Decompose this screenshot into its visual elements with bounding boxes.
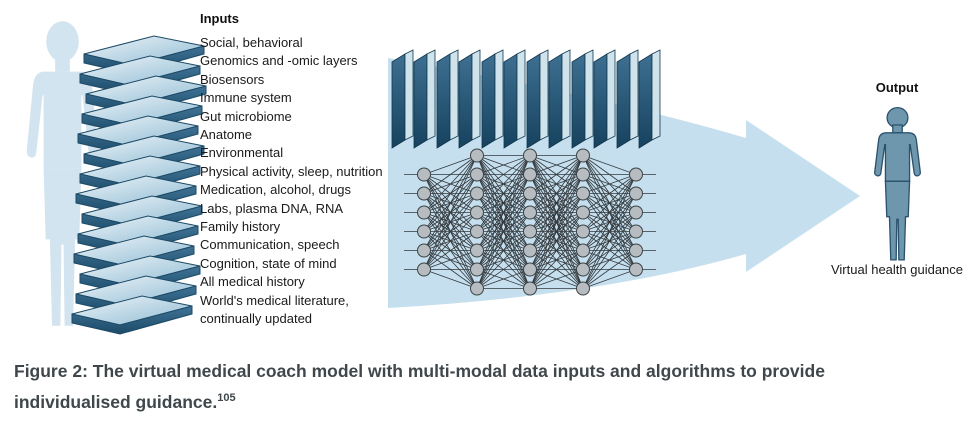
output-silhouette (873, 106, 922, 261)
input-item: Communication, speech (200, 237, 340, 253)
layer-slab (481, 49, 504, 149)
layer-slab (616, 49, 639, 149)
input-item: Biosensors (200, 71, 265, 87)
input-item: World's medical literature, continually … (200, 292, 349, 327)
layer-slab (526, 49, 549, 149)
inputs-list: Social, behavioral Genomics and -omic la… (200, 34, 396, 329)
output-title: Output (875, 80, 919, 95)
input-item: Social, behavioral (200, 35, 303, 50)
inputs-title: Inputs (200, 11, 239, 26)
figure-caption-text: Figure 2: The virtual medical coach mode… (14, 361, 825, 412)
data-stack (71, 35, 207, 335)
input-item: Cognition, state of mind (200, 255, 337, 271)
output-caption: Virtual health guidance (830, 262, 964, 277)
layer-slab (413, 49, 436, 149)
neural-network (404, 148, 656, 296)
layer-slab (548, 49, 571, 149)
input-item: Environmental (200, 145, 284, 161)
layer-slab (458, 49, 481, 149)
layer-slab (593, 49, 616, 149)
layer-slab (571, 49, 594, 149)
input-item: Anatome (200, 127, 253, 143)
input-item: Gut microbiome (200, 108, 292, 124)
input-item: Family history (200, 219, 281, 235)
layer-slab (503, 49, 526, 149)
input-item: All medical history (200, 274, 305, 290)
figure-caption: Figure 2: The virtual medical coach mode… (14, 358, 934, 415)
input-item: Labs, plasma DNA, RNA (200, 200, 344, 216)
figure-caption-ref: 105 (217, 391, 236, 404)
input-item: Physical activity, sleep, nutrition (200, 163, 383, 179)
layer-slab (436, 49, 459, 149)
layer-slab (638, 49, 661, 149)
input-item: Immune system (200, 90, 292, 106)
input-item: Medication, alcohol, drugs (200, 182, 352, 198)
input-item: Genomics and -omic layers (200, 53, 358, 69)
